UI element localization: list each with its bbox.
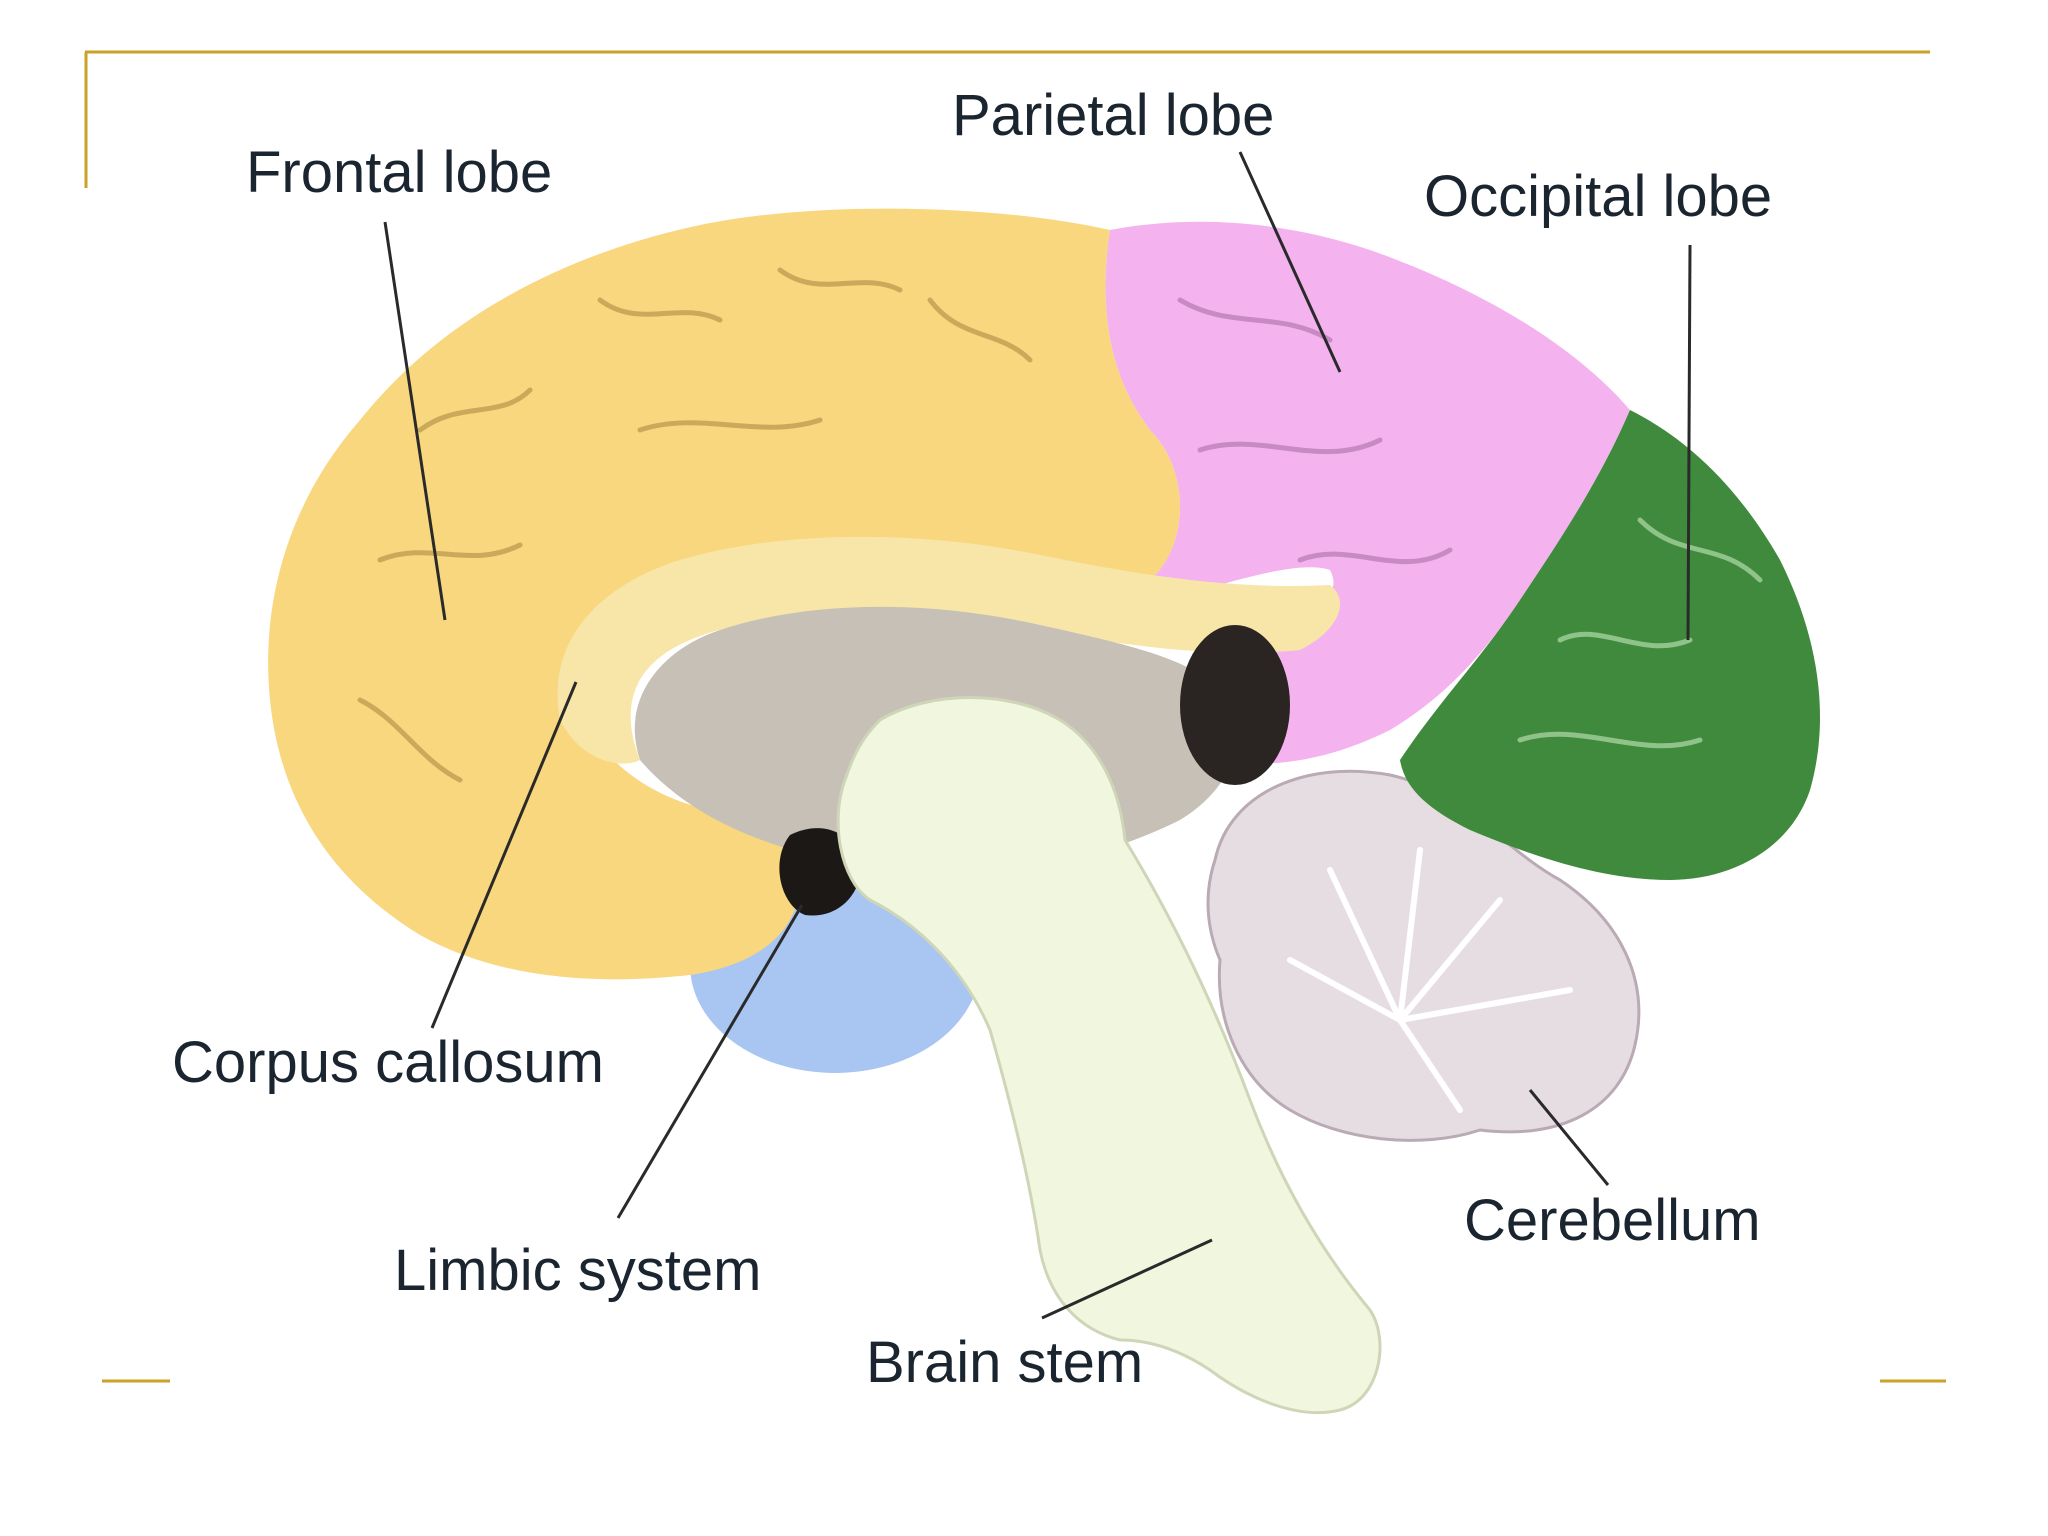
sulcus-6: [637, 417, 823, 433]
leader-parietal: [1238, 151, 1342, 373]
corpus-callosum-region: [557, 536, 1340, 764]
occipital-sulcus-1: [1557, 631, 1693, 649]
sulcus-7: [357, 697, 463, 783]
label-corpus-callosum: Corpus callosum: [172, 1030, 604, 1095]
brainstem-region: [836, 696, 1382, 1415]
cerebellum-fold-3: [1397, 897, 1503, 1023]
parietal-sulcus-3: [1297, 547, 1453, 565]
occipital-sulcus-3: [1637, 517, 1763, 583]
label-cerebellum: Cerebellum: [1464, 1188, 1761, 1253]
sulcus-4: [777, 267, 903, 293]
parietal-sulcus-2: [1197, 437, 1383, 455]
cerebellum-fold-5: [1287, 957, 1403, 1023]
cerebellum-fold-4: [1397, 987, 1573, 1023]
cerebellum-folia: [1287, 847, 1573, 1113]
label-brain-stem: Brain stem: [866, 1330, 1143, 1395]
cerebellum-fold-1: [1327, 867, 1403, 1023]
label-limbic-system: Limbic system: [394, 1238, 761, 1303]
occipital-sulcus-2: [1517, 731, 1703, 749]
leader-brainstem: [1041, 1238, 1213, 1320]
parietal-sulcus-1: [1177, 297, 1333, 343]
slide-frame: [84, 50, 1946, 1383]
occipital-sulci: [1517, 517, 1763, 749]
labels: Frontal lobe Parietal lobe Occipital lob…: [172, 83, 1772, 1395]
cerebellum-fold-2: [1397, 847, 1423, 1023]
leader-cerebellum: [1528, 1089, 1610, 1186]
leader-limbic: [616, 904, 804, 1219]
brain-illustration: [268, 208, 1820, 1415]
sulcus-2: [377, 542, 523, 563]
label-occipital-lobe: Occipital lobe: [1424, 164, 1772, 229]
frontal-lobe-region: [268, 208, 1180, 980]
occipital-lobe-region: [1400, 410, 1820, 880]
leader-frontal: [383, 221, 447, 621]
ventricle-dark: [1180, 625, 1290, 785]
label-frontal-lobe: Frontal lobe: [246, 140, 552, 205]
parietal-lobe-region: [1105, 221, 1630, 764]
parietal-sulci: [1177, 297, 1453, 565]
leader-corpus-callosum: [430, 681, 578, 1029]
cerebellum-fold-6: [1397, 1017, 1463, 1113]
leader-lines: [383, 151, 1692, 1320]
label-parietal-lobe: Parietal lobe: [952, 83, 1274, 148]
sulcus-3: [597, 297, 723, 323]
sulcus-5: [927, 297, 1033, 363]
cerebellum-region: [1206, 769, 1641, 1142]
sulcus-1: [417, 387, 533, 433]
sulci-lines: [357, 267, 1033, 783]
leader-occipital: [1686, 244, 1692, 641]
